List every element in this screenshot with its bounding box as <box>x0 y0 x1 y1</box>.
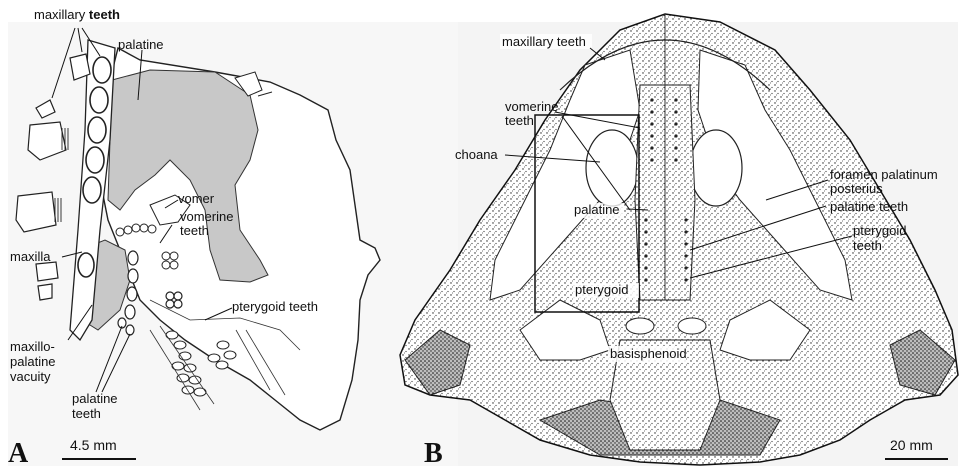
label-mpv-1: maxillo- <box>10 340 55 354</box>
label-maxilla: maxilla <box>10 250 50 264</box>
label-pterygoid-b: pterygoid <box>575 283 628 297</box>
label-teeth-bold: teeth <box>89 7 120 22</box>
central-small-opening <box>626 318 654 334</box>
label-mpv-3: vacuity <box>10 370 50 384</box>
label-basisphenoid: basisphenoid <box>610 347 687 361</box>
label-maxillary-word: maxillary <box>34 7 85 22</box>
label-palatine-teeth-a-1: palatine <box>72 392 118 406</box>
left-choana <box>586 130 638 206</box>
label-pterygoid-teeth-b-2: teeth <box>853 239 882 253</box>
scale-bar-a-label: 4.5 mm <box>70 438 117 453</box>
label-vomerine-b-2: teeth <box>505 114 534 128</box>
label-choana: choana <box>455 148 498 162</box>
label-foramen-1: foramen palatinum <box>830 168 938 182</box>
label-vomerine-a-1: vomerine <box>180 210 233 224</box>
label-palatine-teeth-a-2: teeth <box>72 407 101 421</box>
label-maxillary-teeth-a: maxillary teeth <box>34 8 120 22</box>
right-choana <box>690 130 742 206</box>
label-maxillary-teeth-b: maxillary teeth <box>502 35 586 49</box>
label-palatine-b: palatine <box>574 203 620 217</box>
label-pterygoid-teeth-a: pterygoid teeth <box>232 300 318 314</box>
panel-letter-a: A <box>8 440 28 468</box>
central-small-opening-2 <box>678 318 706 334</box>
label-mpv-2: palatine <box>10 355 56 369</box>
label-palatine-teeth-b: palatine teeth <box>830 200 908 214</box>
label-palatine-a: palatine <box>118 38 164 52</box>
label-foramen-2: posterius <box>830 182 883 196</box>
label-vomer: vomer <box>178 192 214 206</box>
scale-bar-b-label: 20 mm <box>890 438 933 453</box>
label-vomerine-b-1: vomerine <box>505 100 558 114</box>
label-pterygoid-teeth-b-1: pterygoid <box>853 224 906 238</box>
panel-letter-b: B <box>424 440 443 468</box>
label-vomerine-a-2: teeth <box>180 224 209 238</box>
